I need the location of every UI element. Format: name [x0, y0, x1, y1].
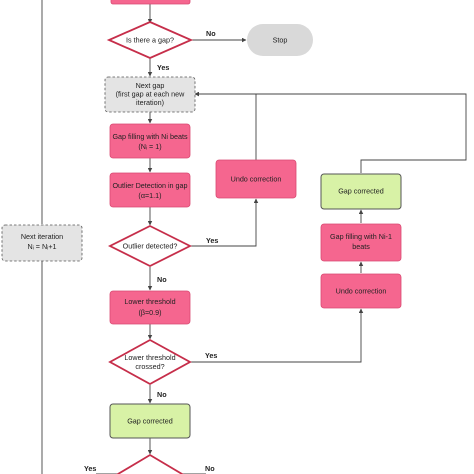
gap-corrected-bottom-label: Gap corrected [127, 417, 173, 426]
gap-no-label: No [206, 29, 216, 38]
gap-filling-ni1-line1: Gap filling with Ni-1 [330, 232, 392, 241]
edge-corrected-right-to-next-gap [360, 93, 467, 173]
edge-threshold-yes-to-undo-right [190, 308, 364, 363]
lower-threshold-line1: Lower threshold [124, 297, 175, 306]
top-process-box [110, 0, 191, 5]
threshold-question-line2: crossed? [135, 362, 164, 371]
bottom-no-label: No [205, 464, 215, 473]
undo-correction-right-node: Undo correction [320, 273, 402, 309]
threshold-question-line1: Lower threshold [124, 353, 175, 362]
undo-correction-top-node: Undo correction [215, 159, 297, 199]
next-gap-line1: Next gap [136, 81, 165, 90]
gap-filling-line2: (Nᵢ = 1) [138, 142, 161, 151]
next-iteration-line2: Nᵢ = Nᵢ+1 [27, 242, 56, 251]
undo-correction-top-label: Undo correction [231, 175, 282, 184]
gap-corrected-right-label: Gap corrected [338, 187, 384, 196]
gap-filling-line1: Gap filling with Ni beats [112, 132, 188, 141]
gap-filling-node: Gap filling with Ni beats (Nᵢ = 1) [109, 123, 191, 159]
outlier-question-label: Outlier detected? [123, 242, 178, 251]
gap-filling-ni1-node: Gap filling with Ni-1 beats [320, 223, 402, 262]
next-iteration-node: Next iteration Nᵢ = Nᵢ+1 [1, 224, 83, 262]
edges [41, 0, 467, 474]
gap-filling-ni1-line2: beats [352, 242, 370, 251]
outlier-decision: Outlier detected? [107, 224, 193, 268]
lower-threshold-node: Lower threshold (β=0.9) [109, 290, 191, 325]
next-iteration-line1: Next iteration [21, 232, 63, 241]
gap-corrected-bottom-node: Gap corrected [109, 403, 191, 439]
gap-yes-label: Yes [157, 63, 169, 72]
next-gap-line2: (first gap at each new [116, 90, 186, 99]
stop-node: Stop [247, 24, 313, 56]
lower-threshold-line2: (β=0.9) [138, 308, 161, 317]
next-gap-line3: iteration) [136, 98, 164, 107]
threshold-decision: Lower threshold crossed? [108, 338, 192, 386]
undo-correction-right-label: Undo correction [336, 287, 387, 296]
edge-outlier-yes-to-undo [190, 198, 259, 247]
stop-label: Stop [273, 36, 288, 45]
outlier-detection-line2: (α=1.1) [138, 191, 161, 200]
outlier-yes-label: Yes [206, 236, 218, 245]
next-gap-node: Next gap (first gap at each new iteratio… [104, 76, 196, 113]
threshold-yes-label: Yes [205, 351, 217, 360]
outlier-detection-line1: Outlier Detection in gap [112, 181, 187, 190]
bottom-yes-label: Yes [84, 464, 96, 473]
bottom-decision [116, 453, 184, 474]
edge-undo-to-next-gap [194, 91, 257, 160]
threshold-no-label: No [157, 390, 167, 399]
gap-corrected-right-node: Gap corrected [320, 173, 402, 210]
outlier-detection-node: Outlier Detection in gap (α=1.1) [109, 172, 191, 208]
gap-decision: Is there a gap? [106, 21, 194, 59]
outlier-no-label: No [157, 275, 167, 284]
gap-question-label: Is there a gap? [126, 36, 174, 45]
